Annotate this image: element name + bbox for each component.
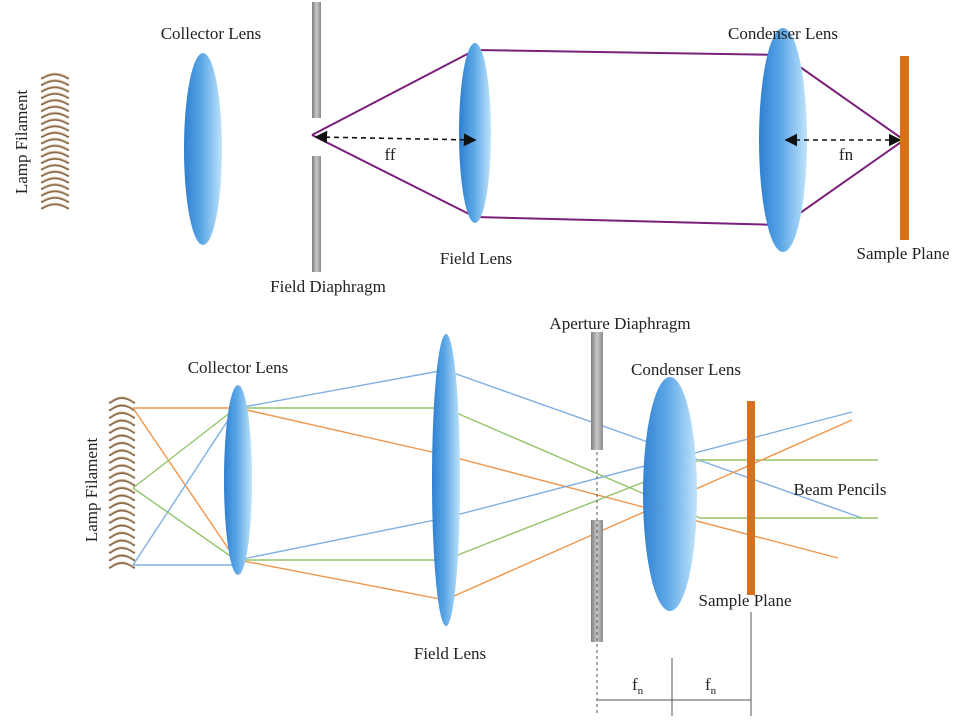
bottom-lamp-label: Lamp Filament <box>82 438 101 543</box>
top-lamp-filament-icon <box>40 72 70 210</box>
bottom-condenser-lens <box>643 377 697 611</box>
top-condenser-label: Condenser Lens <box>728 24 838 43</box>
top-field-diaphragm-label: Field Diaphragm <box>270 277 386 296</box>
top-diagram: Lamp Filament Collector Lens Field Diaph… <box>12 2 950 296</box>
top-sample-label: Sample Plane <box>856 244 949 263</box>
bottom-field-lens-label: Field Lens <box>414 644 486 663</box>
top-collector-label: Collector Lens <box>161 24 262 43</box>
top-ff-arrow <box>314 130 477 147</box>
top-sample-plane <box>900 56 909 240</box>
bottom-fn1-sub: n <box>638 685 644 697</box>
bottom-sample-plane <box>747 401 755 595</box>
bottom-rays-collector-field <box>237 369 446 601</box>
bottom-fn1-main: f <box>632 675 638 694</box>
bottom-rays-lamp-collector <box>132 407 237 566</box>
bottom-fn2-sub: n <box>711 685 717 697</box>
top-field-diaphragm-lower <box>312 156 321 272</box>
bottom-sample-label: Sample Plane <box>698 591 791 610</box>
bottom-aperture-diaphragm-upper <box>591 332 603 450</box>
bottom-collector-lens <box>224 385 252 575</box>
bottom-fn1-label: fn <box>632 675 644 697</box>
bottom-collector-label: Collector Lens <box>188 358 289 377</box>
top-fn-label: fn <box>839 145 854 164</box>
bottom-fn2-main: f <box>705 675 711 694</box>
top-lamp-label: Lamp Filament <box>12 90 31 195</box>
bottom-condenser-label: Condenser Lens <box>631 360 741 379</box>
top-ff-label: ff <box>384 145 395 164</box>
bottom-beam-label: Beam Pencils <box>793 480 886 499</box>
bottom-aperture-label: Aperture Diaphragm <box>549 314 690 333</box>
top-condenser-lens <box>759 28 807 252</box>
bottom-focal-dimension <box>596 452 752 716</box>
bottom-lamp-filament-icon <box>108 396 136 569</box>
top-ray-paths <box>311 49 905 226</box>
bottom-diagram: Lamp Filament <box>82 314 887 716</box>
top-field-lens <box>459 43 491 223</box>
top-collector-lens <box>184 53 222 245</box>
bottom-fn2-label: fn <box>705 675 717 697</box>
top-field-lens-label: Field Lens <box>440 249 512 268</box>
top-field-diaphragm-upper <box>312 2 321 118</box>
bottom-field-lens <box>432 334 460 626</box>
